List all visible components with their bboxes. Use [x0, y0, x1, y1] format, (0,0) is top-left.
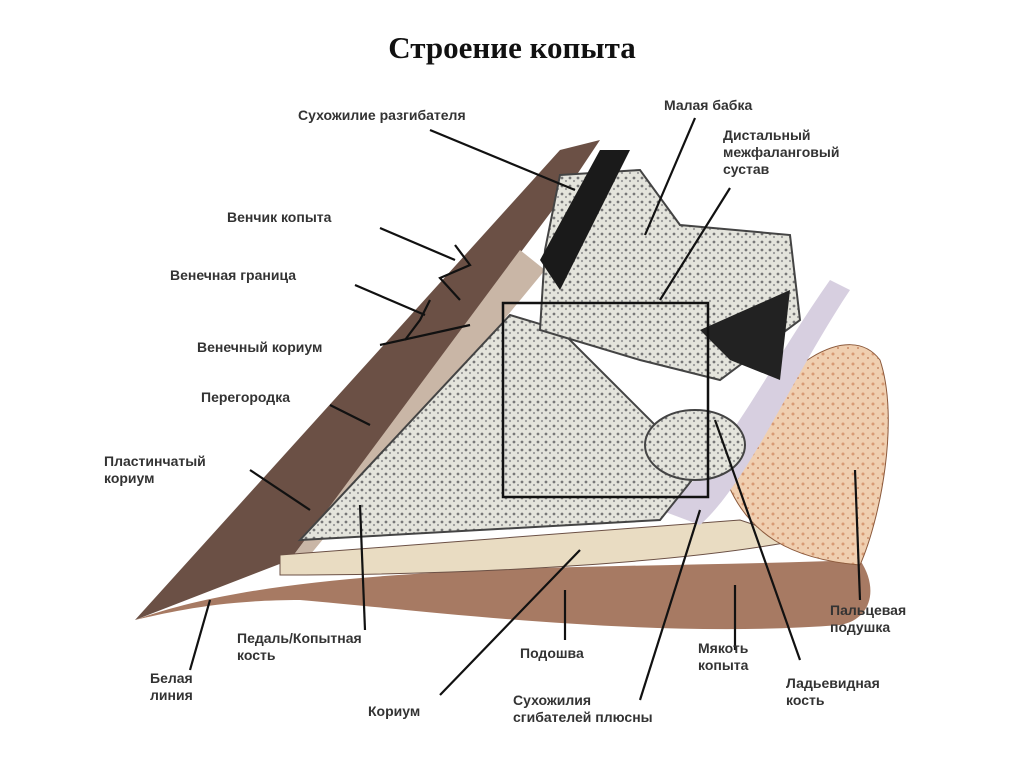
label-coronary-border: Венечная граница [170, 267, 296, 283]
diagram-title: Строение копыта [388, 30, 636, 65]
label-frog: Мякоть копыта [698, 640, 752, 673]
joint-cavity [700, 290, 790, 380]
label-digital-cushion: Пальцевая подушка [830, 602, 910, 635]
label-septum: Перегородка [201, 389, 290, 405]
label-navicular-bone: Ладьевидная кость [786, 675, 884, 708]
leader-line [659, 187, 731, 301]
leader-line [379, 226, 456, 262]
label-coffin-bone: Педаль/Копытная кость [237, 630, 366, 663]
flexor-tendon-shape [660, 280, 850, 525]
label-short-pastern: Малая бабка [664, 97, 752, 113]
leader-line [404, 244, 472, 341]
extensor-tendon-shape [540, 150, 630, 290]
detail-box [501, 301, 710, 499]
sole-shape [135, 560, 871, 630]
leader-line [638, 509, 702, 701]
label-sole: Подошва [520, 645, 584, 661]
label-dip-joint: Дистальный межфаланговый сустав [723, 127, 843, 177]
label-flexor-tendons: Сухожилия сгибателей плюсны [513, 692, 653, 725]
corium-shape [279, 519, 802, 576]
label-extensor-tendon: Сухожилие разгибателя [298, 107, 466, 123]
leader-line [853, 469, 862, 601]
hoof-wall-shape [135, 140, 600, 620]
leader-line [249, 469, 311, 511]
label-laminar-corium: Пластинчатый кориум [104, 453, 210, 486]
leader-line [188, 599, 212, 671]
coffin-bone-shape [297, 313, 702, 542]
label-white-line: Белая линия [150, 670, 197, 703]
navicular-bone-shape [644, 409, 746, 481]
label-corium: Кориум [368, 703, 420, 719]
leader-line [358, 504, 367, 631]
leader-line [379, 323, 471, 347]
leader-line [354, 283, 426, 317]
digital-cushion-shape [719, 344, 889, 566]
leader-line [713, 419, 802, 661]
leader-line [439, 549, 581, 696]
label-coronary-corium: Венечный кориум [197, 339, 322, 355]
leader-line [429, 128, 576, 192]
leader-line [329, 404, 371, 426]
leader-line [643, 117, 697, 236]
label-coronet: Венчик копыта [227, 209, 332, 225]
